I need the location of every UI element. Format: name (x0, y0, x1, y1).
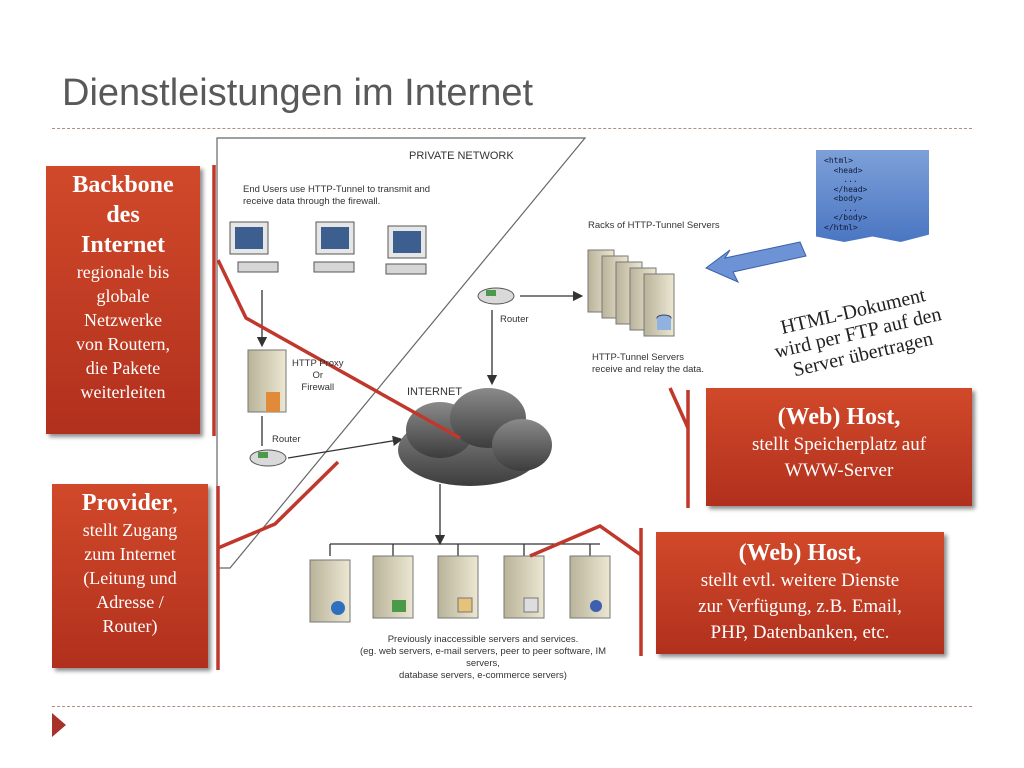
router-label-top: Router (500, 314, 529, 325)
provider-box: Provider, stellt Zugang zum Internet (Le… (52, 484, 208, 668)
webhost-services-text: zur Verfügung, z.B. Email, (698, 596, 902, 617)
callout-connector (212, 165, 690, 670)
webhost-services-heading: (Web) Host, (738, 540, 862, 566)
html-document-icon: <html> <head> ... </head> <body> ... </b… (816, 150, 929, 242)
server-icon (437, 555, 479, 619)
private-network-label: PRIVATE NETWORK (409, 150, 514, 162)
server-icon (503, 555, 545, 619)
webhost-services-text: PHP, Datenbanken, etc. (710, 622, 890, 643)
provider-heading: Provider, (56, 488, 204, 518)
tunnel-servers-line: receive and relay the data. (592, 364, 704, 375)
provider-heading-comma: , (172, 490, 179, 516)
proxy-line: HTTP Proxy (292, 358, 344, 369)
end-users-label: End Users use HTTP-Tunnel to transmit an… (243, 184, 430, 208)
backbone-heading: Backbone (72, 172, 174, 198)
backbone-text: globale (96, 286, 150, 306)
router-icon (477, 287, 515, 305)
servers-line: (eg. web servers, e-mail servers, peer t… (359, 646, 607, 669)
provider-text: Router) (102, 616, 158, 636)
provider-text: zum Internet (84, 544, 176, 564)
servers-label: Previously inaccessible servers and serv… (352, 634, 614, 682)
top-divider (52, 128, 972, 129)
internet-label: INTERNET (407, 386, 462, 398)
racks-label: Racks of HTTP-Tunnel Servers (588, 220, 720, 231)
proxy-line: Or (312, 370, 324, 381)
webhost-storage-text: WWW-Server (784, 460, 894, 481)
provider-text: stellt Zugang (82, 520, 178, 540)
workstation-icon (313, 221, 355, 273)
ftp-transfer-arrow (705, 241, 807, 284)
bottom-divider (52, 706, 972, 707)
router-icon (249, 449, 287, 467)
backbone-text: regionale bis (76, 262, 170, 282)
servers-line: database servers, e-commerce servers) (399, 670, 567, 681)
internet-cloud-icon (398, 388, 552, 486)
private-network-frame (216, 137, 587, 569)
workstation-icon (229, 221, 279, 273)
servers-line: Previously inaccessible servers and serv… (387, 634, 579, 645)
webhost-services-text: stellt evtl. weitere Dienste (700, 570, 900, 591)
backbone-box: Backbone des Internet regionale bis glob… (46, 166, 200, 434)
proxy-label: HTTP Proxy Or Firewall (292, 358, 344, 394)
backbone-heading: Internet (81, 232, 165, 258)
router-label-left: Router (272, 434, 301, 445)
server-icon (309, 559, 351, 623)
webhost-storage-box: (Web) Host, stellt Speicherplatz auf WWW… (706, 388, 972, 506)
provider-text: Adresse / (96, 592, 164, 612)
backbone-heading: des (106, 202, 140, 228)
provider-heading-text: Provider (81, 490, 173, 516)
webhost-storage-text: stellt Speicherplatz auf (751, 434, 927, 455)
webhost-storage-heading: (Web) Host, (777, 404, 901, 430)
backbone-text: Netzwerke (84, 310, 162, 330)
server-icon (569, 555, 611, 619)
end-users-line: receive data through the firewall. (243, 196, 381, 207)
server-rack-icon (587, 249, 675, 337)
end-users-line: End Users use HTTP-Tunnel to transmit an… (243, 184, 431, 195)
proxy-line: Firewall (301, 382, 335, 393)
workstation-icon (385, 225, 427, 275)
page-title: Dienstleistungen im Internet (62, 72, 534, 114)
slide-bullet-icon (52, 713, 66, 737)
backbone-text: von Routern, (76, 334, 170, 354)
tunnel-servers-line: HTTP-Tunnel Servers (592, 352, 685, 363)
webhost-services-box: (Web) Host, stellt evtl. weitere Dienste… (656, 532, 944, 654)
server-icon (372, 555, 414, 619)
proxy-server-icon (247, 349, 287, 413)
html-code: <html> <head> ... </head> <body> ... </b… (824, 156, 868, 232)
tunnel-servers-label: HTTP-Tunnel Servers receive and relay th… (592, 352, 704, 376)
backbone-text: die Pakete (85, 358, 161, 378)
provider-text: (Leitung und (83, 568, 177, 588)
backbone-text: weiterleiten (80, 382, 166, 402)
